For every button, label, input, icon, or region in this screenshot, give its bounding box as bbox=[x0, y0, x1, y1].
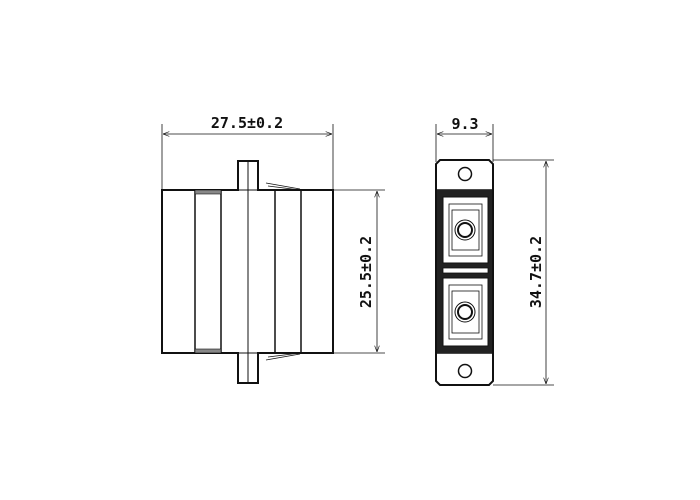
latch-clips bbox=[265, 182, 301, 361]
height-dimension-front bbox=[493, 159, 554, 386]
adapter-body-front bbox=[435, 159, 494, 386]
front-height-label: 34.7±0.2 bbox=[527, 236, 545, 308]
height-dimension-side bbox=[333, 189, 385, 354]
front-view: 9.3 bbox=[435, 115, 554, 386]
adapter-body-side bbox=[161, 160, 334, 384]
sc-port-bottom bbox=[442, 277, 489, 347]
width-dimension-side bbox=[161, 124, 334, 190]
sc-port-top bbox=[442, 196, 489, 264]
side-height-label: 25.5±0.2 bbox=[357, 236, 375, 308]
side-width-label: 27.5±0.2 bbox=[211, 114, 283, 132]
front-width-label: 9.3 bbox=[451, 115, 478, 133]
mount-hole-bottom bbox=[457, 363, 473, 379]
width-dimension-front bbox=[435, 124, 494, 162]
mount-hole-top bbox=[457, 166, 473, 182]
side-view: 27.5±0.2 25.5±0.2 bbox=[161, 114, 385, 384]
